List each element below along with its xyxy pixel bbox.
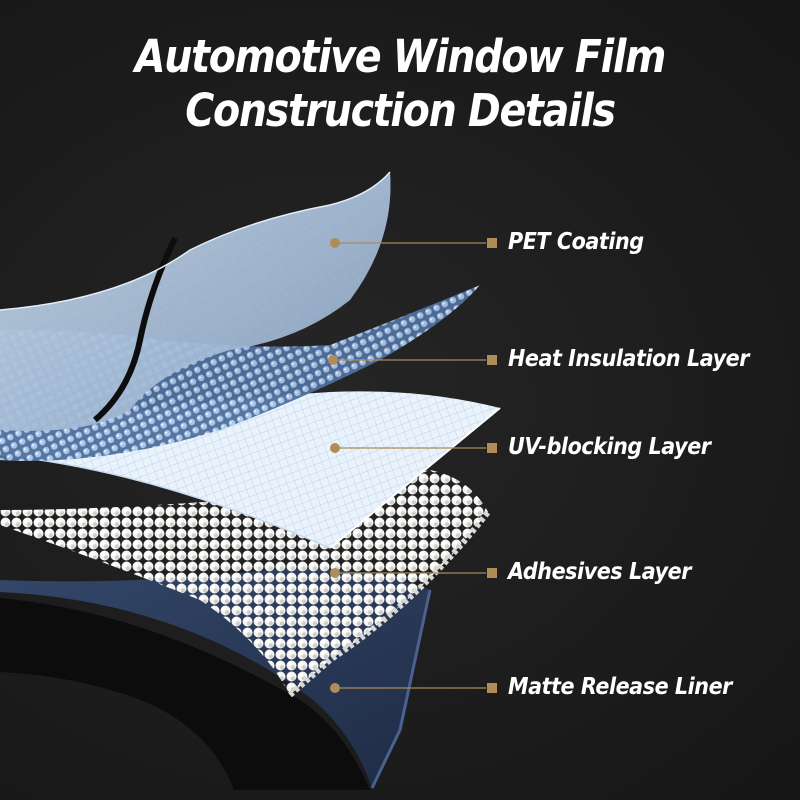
callout-marker — [487, 683, 497, 693]
callout-uv-blocking — [330, 443, 497, 453]
title-line-2: Construction Details — [185, 84, 616, 137]
callout-marker — [487, 568, 497, 578]
diagram-title: Automotive Window Film Construction Deta… — [48, 30, 752, 138]
label-matte-release-liner: Matte Release Liner — [508, 674, 732, 700]
adhesive-layer — [0, 470, 491, 698]
label-uv-blocking-layer: UV-blocking Layer — [508, 434, 711, 460]
callout-marker — [487, 355, 497, 365]
heat-insulation-layer — [0, 285, 480, 461]
callout-marker — [487, 238, 497, 248]
callout-adhesives — [330, 568, 497, 578]
callout-pet-coating — [330, 238, 497, 248]
label-heat-insulation-layer: Heat Insulation Layer — [508, 346, 749, 372]
title-line-1: Automotive Window Film — [134, 30, 667, 83]
callout-heat-insulation — [328, 355, 497, 365]
label-pet-coating: PET Coating — [508, 229, 644, 255]
pet-coating-layer — [0, 171, 391, 431]
callout-matte-release-liner — [330, 683, 497, 693]
callout-marker — [487, 443, 497, 453]
label-adhesives-layer: Adhesives Layer — [508, 559, 691, 585]
